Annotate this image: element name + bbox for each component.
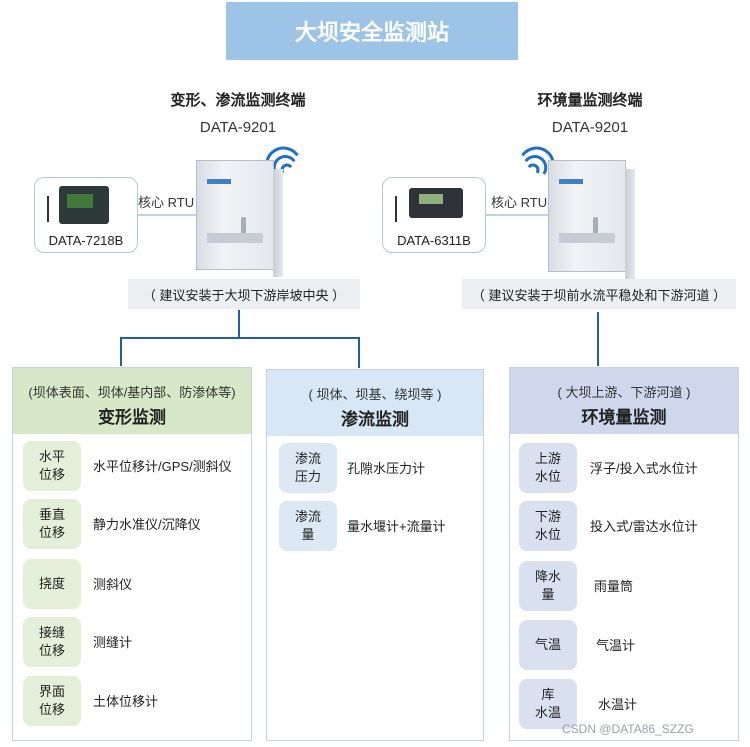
item-text: 雨量筒	[594, 579, 634, 594]
item-tag: 界面 位移	[23, 676, 81, 726]
rtu-label: 核心 RTU	[491, 195, 548, 210]
antenna-icon	[47, 196, 49, 222]
list-item: 界面 位移 土体位移计	[13, 673, 251, 729]
list-item: 接缝 位移 测缝计	[13, 614, 251, 670]
station-title: 环境量监测终端	[537, 92, 643, 109]
item-text: 水温计	[598, 697, 638, 712]
seepage-panel: ( 坝体、坝基、绕坝等 ) 渗流监测 渗流 压力 孔隙水压力计 渗流 量 量水堰…	[266, 369, 484, 741]
item-text: 浮子/投入式水位计	[590, 461, 698, 476]
rtu-cabinet-image	[196, 160, 283, 277]
device-card: DATA-6311B	[382, 177, 486, 253]
panel-title: 环境量监测	[581, 408, 667, 427]
list-item: 库 水温 水温计	[510, 676, 738, 732]
device-image	[59, 186, 109, 224]
item-text: 测缝计	[93, 635, 133, 650]
station-title: 变形、渗流监测终端	[170, 92, 306, 109]
list-item: 下游 水位 投入式/雷达水位计	[510, 498, 738, 554]
environment-panel: ( 大坝上游、下游河道 ) 环境量监测 上游 水位 浮子/投入式水位计 下游 水…	[509, 367, 739, 741]
item-tag: 下游 水位	[519, 501, 577, 551]
item-text: 测斜仪	[93, 577, 133, 592]
item-tag: 垂直 位移	[23, 499, 81, 549]
item-tag: 接缝 位移	[23, 617, 81, 667]
list-item: 气温 气温计	[510, 617, 738, 673]
antenna-icon	[395, 196, 397, 222]
device-image	[409, 188, 463, 218]
item-text: 静力水准仪/沉降仪	[93, 517, 201, 532]
panel-title: 渗流监测	[341, 410, 409, 429]
item-text: 水平位移计/GPS/测斜仪	[93, 459, 232, 474]
item-text: 孔隙水压力计	[347, 461, 426, 476]
panel-subtitle: (坝体表面、坝体/基内部、防渗体等)	[28, 385, 236, 400]
item-tag: 水平 位移	[23, 441, 81, 491]
list-item: 渗流 压力 孔隙水压力计	[267, 440, 483, 496]
list-item: 渗流 量 量水堰计+流量计	[267, 498, 483, 554]
station-model: DATA-9201	[551, 119, 629, 136]
station-model: DATA-9201	[199, 119, 277, 136]
item-tag: 渗流 量	[279, 501, 337, 551]
list-item: 降水 量 雨量筒	[510, 558, 738, 614]
rtu-label: 核心 RTU	[138, 195, 195, 210]
item-tag: 降水 量	[519, 561, 577, 611]
device-card: DATA-7218B	[34, 177, 138, 253]
item-text: 气温计	[596, 638, 636, 653]
panel-title: 变形监测	[98, 408, 166, 427]
panel-subtitle: ( 大坝上游、下游河道 )	[557, 385, 691, 400]
deformation-panel: (坝体表面、坝体/基内部、防渗体等) 变形监测 水平 位移 水平位移计/GPS/…	[12, 367, 252, 741]
list-item: 上游 水位 浮子/投入式水位计	[510, 440, 738, 496]
item-text: 土体位移计	[93, 694, 159, 709]
device-model-label: DATA-7218B	[48, 233, 124, 248]
item-tag: 挠度	[23, 559, 81, 609]
panel-subtitle: ( 坝体、坝基、绕坝等 )	[308, 387, 442, 402]
item-text: 投入式/雷达水位计	[590, 519, 698, 534]
item-tag: 上游 水位	[519, 443, 577, 493]
list-item: 挠度 测斜仪	[13, 556, 251, 612]
list-item: 水平 位移 水平位移计/GPS/测斜仪	[13, 438, 251, 494]
item-tag: 库 水温	[519, 679, 577, 729]
install-note: （ 建议安装于坝前水流平稳处和下游河道 ）	[462, 279, 736, 309]
watermark-text: CSDN @DATA86_SZZG	[562, 722, 694, 736]
item-tag: 气温	[519, 620, 577, 670]
item-tag: 渗流 压力	[279, 443, 337, 493]
panel-header: ( 坝体、坝基、绕坝等 ) 渗流监测	[267, 370, 483, 436]
list-item: 垂直 位移 静力水准仪/沉降仪	[13, 496, 251, 552]
panel-header: ( 大坝上游、下游河道 ) 环境量监测	[510, 368, 738, 434]
panel-header: (坝体表面、坝体/基内部、防渗体等) 变形监测	[13, 368, 251, 434]
rtu-cabinet-image	[548, 160, 635, 279]
page-title: 大坝安全监测站	[226, 2, 518, 60]
item-text: 量水堰计+流量计	[347, 519, 446, 534]
device-model-label: DATA-6311B	[397, 233, 471, 248]
install-note: （ 建议安装于大坝下游岸坡中央 ）	[128, 279, 360, 309]
